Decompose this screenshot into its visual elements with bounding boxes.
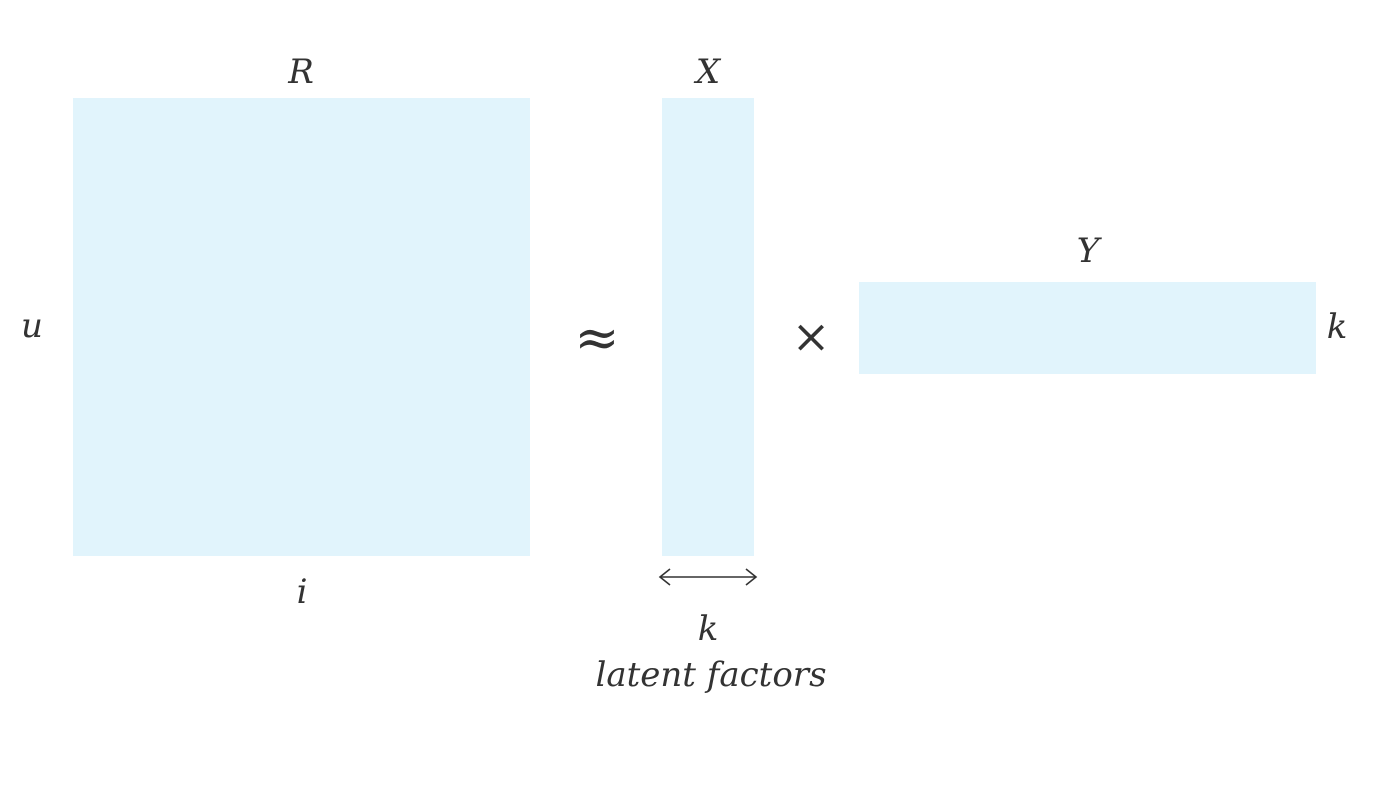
columns-i-label: i xyxy=(296,572,308,612)
user-factor-matrix-x xyxy=(662,98,754,556)
approx-equals-operator: ≈ xyxy=(574,306,620,369)
matrix-r-label: R xyxy=(288,52,314,92)
rows-u-label: u xyxy=(21,306,43,346)
double-arrow-icon xyxy=(658,568,758,586)
latent-factors-label: latent factors xyxy=(595,655,827,695)
rating-matrix-r xyxy=(73,98,530,556)
multiply-operator: × xyxy=(791,309,831,363)
matrix-x-label: X xyxy=(695,52,721,92)
x-columns-k-label: k xyxy=(697,609,719,649)
item-factor-matrix-y xyxy=(859,282,1316,374)
matrix-y-label: Y xyxy=(1076,231,1100,271)
y-rows-k-label: k xyxy=(1326,307,1348,347)
